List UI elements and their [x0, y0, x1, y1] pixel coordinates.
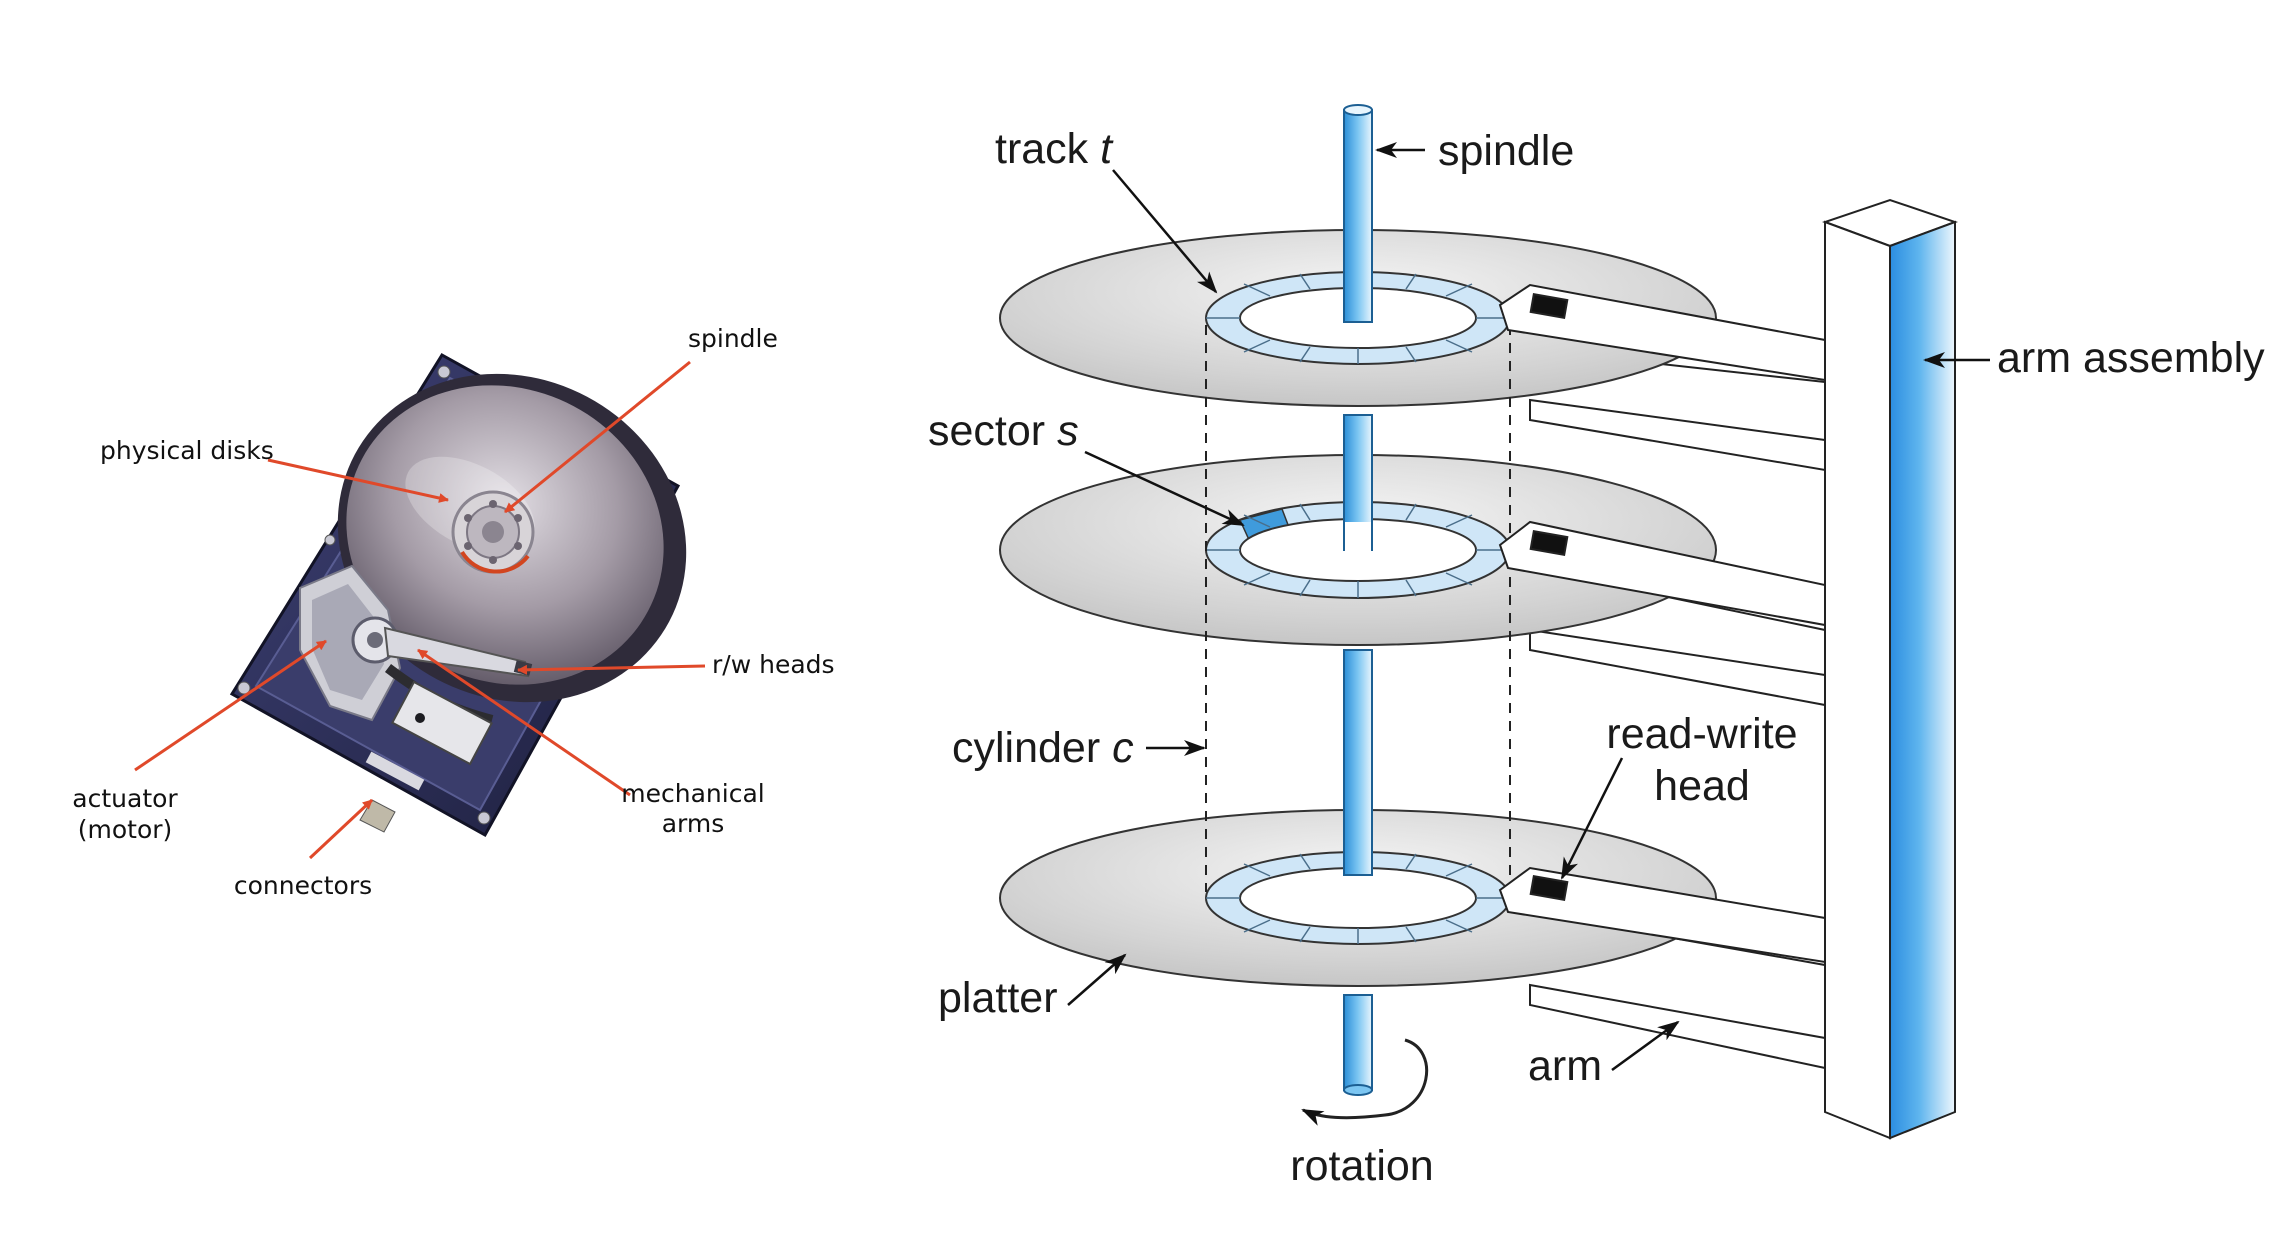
column-front [1824, 220, 1891, 1140]
spindle-bottom-segment [1343, 994, 1373, 1091]
diagram-pointers [1067, 142, 1990, 1072]
label-photo-rw-heads: r/w heads [712, 650, 835, 679]
arm-bar-1-lower [1529, 398, 1826, 472]
label-photo-connectors: connectors [234, 871, 372, 900]
pointer-sector [1084, 450, 1245, 527]
photo-mechanical-arm [383, 626, 530, 678]
label-photo-mechanical: mechanical [621, 779, 764, 808]
rw-head-2 [1529, 530, 1569, 556]
label-platter: platter [938, 974, 1058, 1022]
callout-spindle [504, 360, 691, 514]
label-read-write: read-write [1606, 710, 1797, 758]
label-photo-arms: arms [662, 809, 725, 838]
photo-spindle-hub [451, 490, 535, 574]
label-photo-spindle: spindle [688, 324, 778, 353]
label-photo-actuator-motor: (motor) [78, 815, 173, 844]
head-arms [1498, 283, 1826, 964]
pointer-track [1112, 169, 1218, 294]
label-arm: arm [1528, 1042, 1602, 1090]
rw-head-1 [1529, 293, 1569, 319]
callout-mechanical-arms [417, 648, 631, 797]
arm-bar-2-lower [1529, 628, 1826, 707]
label-sector: sector s [928, 407, 1079, 455]
label-cylinder: cylinder c [952, 724, 1134, 772]
callout-actuator [134, 639, 327, 772]
photo-connector-block [391, 680, 493, 766]
label-track: track t [995, 125, 1114, 173]
pointer-read-write-head [1560, 757, 1624, 880]
cylinder-outline [1205, 325, 1511, 892]
rotation-arrow [1301, 1038, 1429, 1126]
rw-head-3 [1529, 875, 1569, 901]
spindle-top-segment [1343, 109, 1373, 323]
callout-physical-disks [267, 458, 449, 503]
label-arm-assembly: arm assembly [1997, 334, 2265, 382]
spindle-segment-2 [1343, 649, 1373, 876]
hard-drive-photo: spindle physical disks r/w heads actuato… [72, 324, 835, 900]
callout-connectors [308, 798, 374, 860]
callout-rw-heads [517, 664, 706, 675]
label-rotation: rotation [1290, 1142, 1433, 1190]
platter-3 [999, 809, 1717, 987]
photo-actuator-magnet [312, 584, 384, 700]
label-photo-physical-disks: physical disks [100, 436, 274, 465]
label-photo-actuator: actuator [72, 784, 178, 813]
label-head: head [1654, 762, 1750, 810]
arm-assembly-column [1822, 198, 1958, 1140]
spindle-cap [1343, 104, 1373, 116]
pointer-arm [1611, 1020, 1680, 1072]
label-spindle: spindle [1438, 127, 1574, 175]
pointer-platter [1067, 953, 1127, 1006]
column-side [1889, 220, 1956, 1140]
disk-schematic: track t spindle arm assembly sector s cy… [928, 104, 2265, 1190]
photo-callouts [134, 360, 706, 860]
